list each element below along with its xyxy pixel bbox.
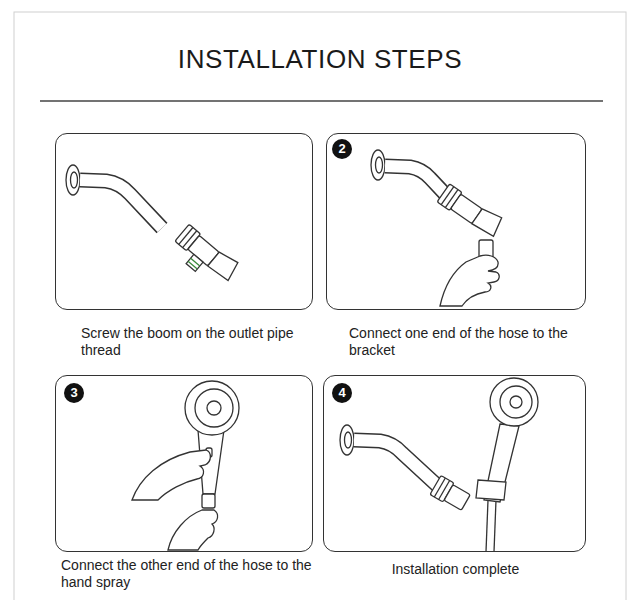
bracket-connector	[169, 223, 241, 291]
holder	[476, 480, 506, 500]
spray-face	[207, 401, 221, 415]
bracket-connector	[430, 475, 471, 512]
hose	[486, 500, 488, 552]
shower-arm	[354, 440, 440, 488]
spray-face	[500, 386, 532, 418]
step-4-illustration	[340, 378, 538, 552]
step-caption: Connect one end of the hose to the brack…	[349, 325, 573, 359]
title-rule	[40, 100, 603, 102]
spray-head	[490, 378, 538, 426]
step-panel: 2Connect one end of the hose to the brac…	[326, 133, 586, 310]
step-panel: Screw the boom on the outlet pipe thread	[55, 133, 313, 310]
diagram-title: INSTALLATION STEPS	[0, 44, 640, 75]
step-2-illustration	[371, 150, 505, 306]
knurl-line	[434, 478, 445, 497]
spray-face	[510, 396, 522, 408]
step-panel: 3Connect the other end of the hose to th…	[55, 375, 313, 552]
step-3-illustration	[132, 381, 239, 550]
shower-arm	[385, 166, 446, 195]
hand	[132, 450, 210, 500]
hose-nut	[202, 494, 215, 508]
bracket-connector	[437, 182, 505, 240]
shower-arm	[354, 440, 440, 488]
step-number: 3	[64, 383, 84, 403]
wall-flange	[371, 150, 385, 180]
step-caption: Installation complete	[324, 561, 587, 578]
hand	[168, 510, 218, 550]
holder	[208, 249, 241, 282]
hose	[494, 500, 496, 552]
wall-flange	[345, 432, 352, 448]
spray-face	[195, 389, 233, 427]
page-border	[14, 12, 626, 600]
spray-head	[185, 381, 239, 435]
step-number: 4	[332, 383, 352, 403]
wall-flange	[66, 165, 80, 195]
outlet	[186, 254, 203, 271]
hand	[440, 255, 499, 306]
step-number: 2	[332, 139, 352, 159]
connector-body	[444, 485, 470, 511]
thread	[188, 261, 197, 269]
knurl-line	[179, 228, 193, 245]
step-panel: 4Installation complete	[323, 375, 586, 552]
step-1-illustration	[66, 165, 241, 291]
wall-flange	[376, 157, 383, 173]
shower-arm	[385, 166, 446, 195]
step-caption: Screw the boom on the outlet pipe thread	[81, 325, 303, 359]
shower-arm	[80, 180, 162, 228]
wall-flange	[71, 172, 78, 188]
step-caption: Connect the other end of the hose to the…	[61, 557, 319, 591]
knurl-line	[441, 187, 454, 205]
shower-arm	[80, 180, 162, 228]
wall-flange	[340, 425, 354, 455]
holder	[472, 206, 505, 238]
